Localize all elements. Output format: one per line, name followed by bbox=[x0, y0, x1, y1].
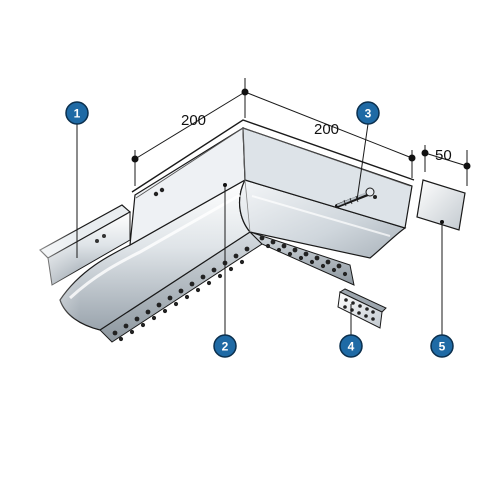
perforation-row-left bbox=[112, 246, 250, 342]
callout-4-label: 4 bbox=[348, 340, 355, 354]
corner-piece bbox=[59, 119, 415, 343]
callout-2-label: 2 bbox=[222, 340, 229, 354]
screw bbox=[335, 187, 375, 208]
dimension-label-right: 200 bbox=[314, 121, 339, 138]
callout-1: 1 bbox=[65, 101, 89, 125]
dimension-label-plate: 50 bbox=[435, 147, 452, 164]
connector-plate bbox=[337, 288, 387, 329]
callout-5-label: 5 bbox=[439, 340, 446, 354]
callout-1-label: 1 bbox=[74, 107, 81, 121]
dimension-ticks bbox=[131, 88, 471, 170]
callout-4: 4 bbox=[339, 334, 363, 358]
callout-3-label: 3 bbox=[365, 107, 372, 121]
dimension-label-left: 200 bbox=[181, 112, 206, 129]
dimension-lines bbox=[134, 78, 468, 186]
callout-2: 2 bbox=[213, 334, 237, 358]
callout-3: 3 bbox=[356, 101, 380, 125]
perforation-row-right bbox=[259, 235, 348, 277]
cover-plate bbox=[416, 179, 466, 231]
callout-leaders bbox=[76, 123, 443, 336]
callout-5: 5 bbox=[430, 334, 454, 358]
